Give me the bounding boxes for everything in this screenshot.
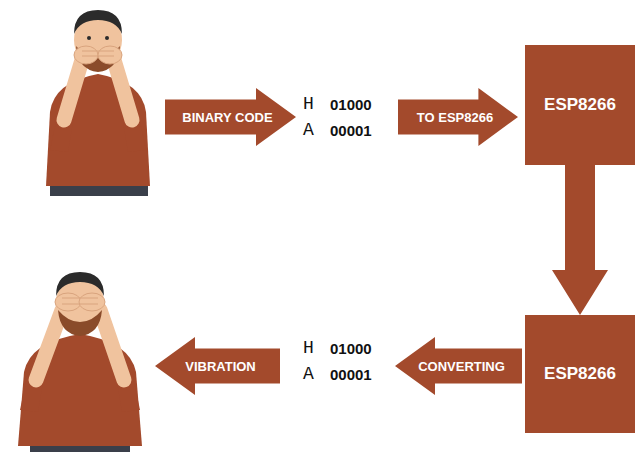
character-label: A [303,120,314,140]
character-label: H [303,94,314,114]
node-label: ESP8266 [544,364,616,384]
arrow-label-node: TO ESP8266 [398,88,518,146]
person-covering-mouth [46,10,150,196]
arrow-label-node: BINARY CODE [165,88,296,146]
binary-code: 01000 [330,96,372,113]
node-label: VIBRATION [185,359,256,374]
node-label: BINARY CODE [182,110,272,125]
node-label: ESP8266 [544,95,616,115]
arrow-label-node: VIBRATION [155,337,280,395]
node-label: CONVERTING [418,359,505,374]
block-arrow-connector [552,165,608,315]
person-covering-eyes [18,272,142,452]
character-label: H [303,338,314,358]
binary-code: 00001 [330,366,372,383]
binary-code: 01000 [330,340,372,357]
node-label: TO ESP8266 [417,110,493,125]
binary-code: 00001 [330,122,372,139]
esp8266-box: ESP8266 [525,315,635,433]
arrow-label-node: CONVERTING [395,337,522,395]
character-label: A [303,364,314,384]
esp8266-box: ESP8266 [525,45,635,165]
